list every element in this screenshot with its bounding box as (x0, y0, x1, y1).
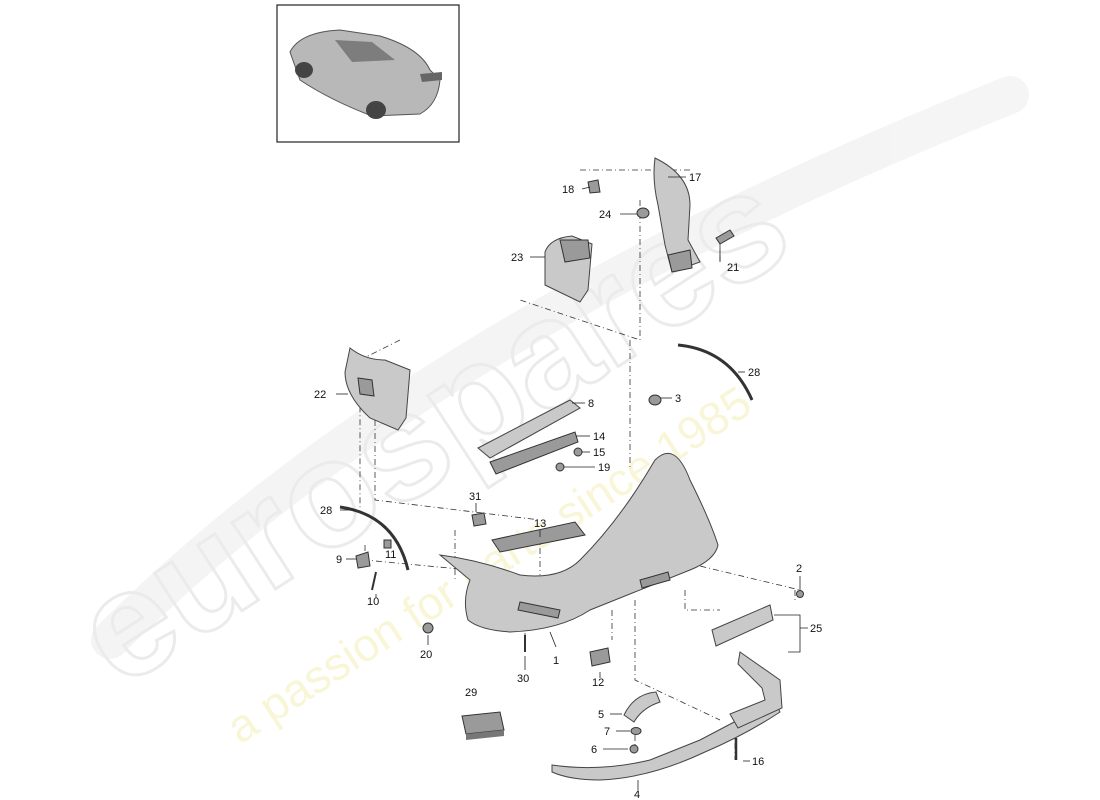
callout-11[interactable]: 11 (385, 549, 396, 561)
callout-28-lower[interactable]: 28 (320, 505, 332, 517)
callout-10[interactable]: 10 (367, 596, 379, 608)
callouts: 18 17 24 21 23 22 28 8 3 14 15 19 31 13 … (314, 172, 822, 800)
leader-lines (336, 176, 808, 790)
part-5-bracket[interactable] (623, 691, 661, 723)
part-12-reflector[interactable] (589, 647, 611, 667)
callout-18[interactable]: 18 (562, 184, 574, 196)
thumbnail-box[interactable] (276, 4, 460, 143)
part-6-nut[interactable] (629, 744, 639, 754)
part-24-nut[interactable] (636, 207, 650, 219)
callout-22[interactable]: 22 (314, 389, 326, 401)
callout-20[interactable]: 20 (420, 649, 432, 661)
callout-4[interactable]: 4 (634, 789, 640, 800)
part-4-spoiler-lip[interactable] (551, 651, 783, 781)
callout-24[interactable]: 24 (599, 209, 611, 221)
callout-23[interactable]: 23 (511, 252, 523, 264)
part-20-nut[interactable] (422, 622, 434, 634)
callout-30[interactable]: 30 (517, 673, 529, 685)
part-22-bracket[interactable] (344, 347, 411, 431)
callout-6[interactable]: 6 (591, 744, 597, 756)
callout-31[interactable]: 31 (469, 491, 481, 503)
callout-3[interactable]: 3 (675, 393, 681, 405)
part-25-grille[interactable] (711, 604, 774, 647)
callout-14[interactable]: 14 (593, 431, 605, 443)
part-18-clip[interactable] (587, 179, 601, 194)
callout-21[interactable]: 21 (727, 262, 739, 274)
part-28-lower-strip[interactable] (339, 505, 410, 571)
part-3-clip[interactable] (648, 394, 662, 406)
part-1-bumper-cover[interactable] (438, 452, 719, 633)
part-11-clip[interactable] (383, 539, 392, 549)
part-14-bracket[interactable] (489, 431, 579, 475)
part-17-bracket[interactable] (653, 157, 701, 273)
callout-28-upper[interactable]: 28 (748, 367, 760, 379)
part-23-bracket[interactable] (544, 235, 593, 303)
callout-17[interactable]: 17 (689, 172, 701, 184)
part-13-reinforcement[interactable] (491, 521, 586, 553)
callout-8[interactable]: 8 (588, 398, 594, 410)
callout-29[interactable]: 29 (465, 687, 477, 699)
part-8-reinforcement[interactable] (477, 399, 581, 459)
callout-2[interactable]: 2 (796, 563, 802, 575)
part-21-bolt[interactable] (715, 229, 735, 245)
part-2-screw[interactable] (796, 590, 804, 598)
callout-15[interactable]: 15 (593, 447, 605, 459)
callout-1[interactable]: 1 (553, 655, 559, 667)
callout-19[interactable]: 19 (598, 462, 610, 474)
part-29-sealant-pack[interactable] (461, 711, 505, 740)
part-28-upper-strip[interactable] (677, 343, 754, 401)
callout-5[interactable]: 5 (598, 709, 604, 721)
callout-16[interactable]: 16 (752, 756, 764, 768)
callout-12[interactable]: 12 (592, 677, 604, 689)
callout-25[interactable]: 25 (810, 623, 822, 635)
part-15-fastener[interactable] (573, 447, 583, 457)
callout-7[interactable]: 7 (604, 726, 610, 738)
part-19-fastener[interactable] (555, 462, 565, 472)
callout-9[interactable]: 9 (336, 554, 342, 566)
part-10-seal[interactable] (371, 571, 377, 591)
part-31-clip[interactable] (471, 512, 487, 527)
part-9-bracket[interactable] (355, 551, 371, 569)
callout-13[interactable]: 13 (534, 518, 546, 530)
part-7-washer[interactable] (630, 727, 642, 735)
car-rear-three-quarter-icon (289, 29, 442, 119)
